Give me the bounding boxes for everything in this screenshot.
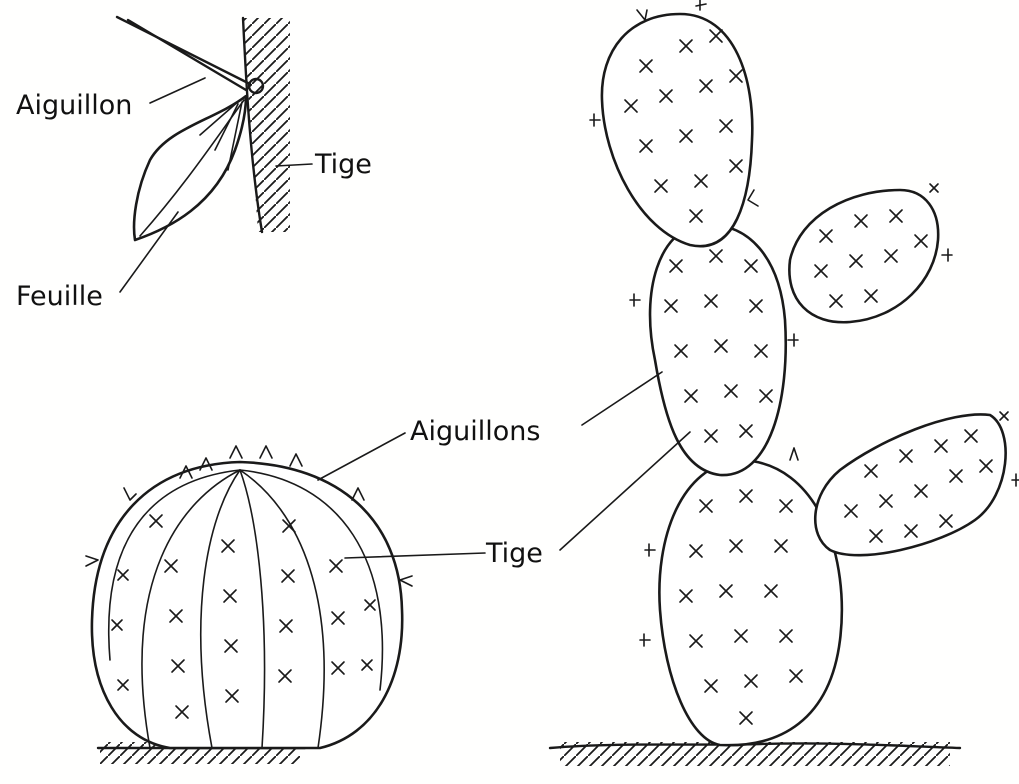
label-aiguillon: Aiguillon — [16, 92, 132, 119]
label-feuille: Feuille — [16, 283, 103, 310]
label-aiguillons: Aiguillons — [410, 418, 540, 445]
label-tige-top: Tige — [315, 151, 372, 178]
leader-aiguillons-pear — [582, 372, 662, 425]
barrel-body — [92, 462, 402, 748]
leader-aiguillon — [150, 78, 205, 103]
pad-lower-right — [815, 414, 1005, 555]
pad-upper-right — [789, 190, 938, 322]
label-tige-mid: Tige — [486, 540, 543, 567]
prickly-pear — [550, 0, 1019, 766]
spine-needle — [117, 17, 250, 84]
barrel-cactus — [86, 433, 485, 764]
leader-aiguillons-barrel — [318, 433, 405, 480]
pad-bottom — [659, 460, 841, 745]
spine-needle-edge — [128, 20, 246, 90]
spine-diagram — [117, 17, 312, 292]
